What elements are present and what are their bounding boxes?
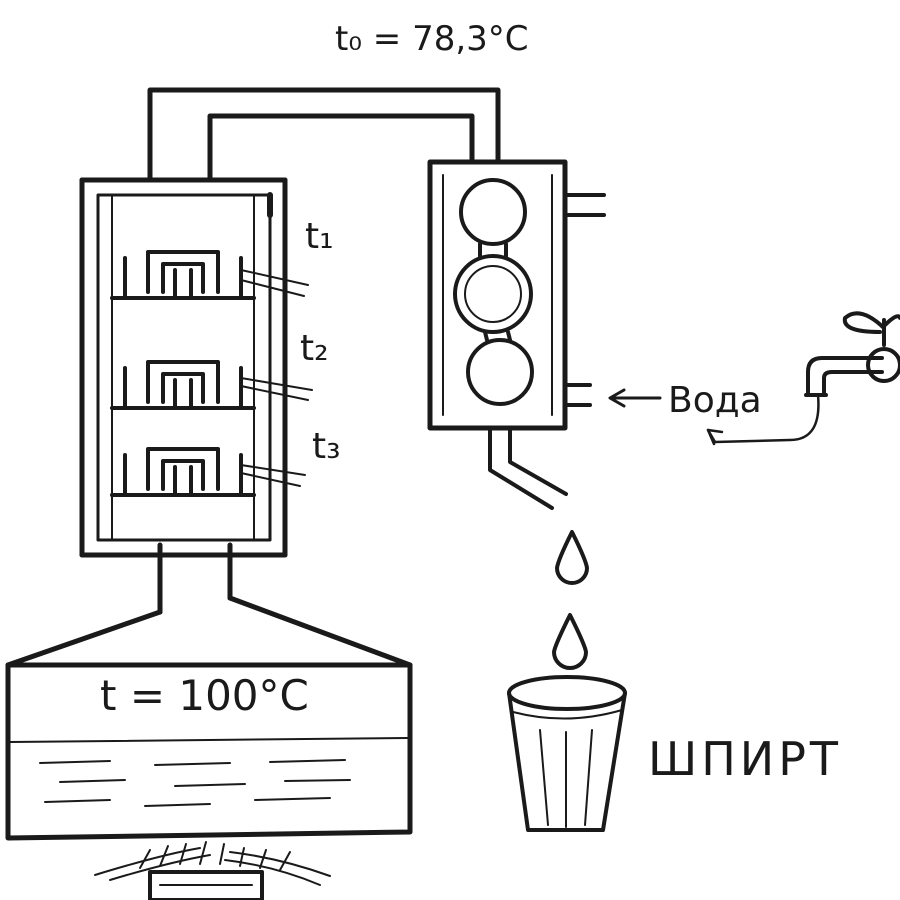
tray-1 <box>110 250 256 300</box>
water-label: Вода <box>668 380 762 421</box>
product-label: ШПИРТ <box>648 732 842 786</box>
droplet-icon-2 <box>552 613 588 670</box>
collecting-cup-icon <box>507 675 627 832</box>
droplet-icon <box>555 530 589 585</box>
water-arrow-icon <box>608 388 662 408</box>
tray-2 <box>110 360 256 410</box>
distillate-outlet <box>488 426 568 510</box>
vapor-pipe <box>147 87 501 165</box>
tray-2-temp-label: t₂ <box>300 328 329 369</box>
tray-3 <box>110 447 256 497</box>
burner <box>148 870 264 900</box>
thermometer-leads <box>240 269 313 487</box>
cooling-water-outlet <box>563 193 606 217</box>
top-temperature-label: t₀ = 78,3°C <box>335 19 529 59</box>
boiler-liquid-waves <box>39 759 351 807</box>
tray-1-temp-label: t₁ <box>305 216 334 257</box>
boiler-liquid-line <box>9 737 409 743</box>
cooling-water-inlet <box>563 383 592 407</box>
condenser-coil <box>453 178 534 406</box>
column-neck <box>79 502 288 615</box>
tray-3-temp-label: t₃ <box>312 426 341 467</box>
boiler-temperature-label: t = 100°C <box>100 671 309 720</box>
burner-flame-icon <box>94 841 331 886</box>
water-tap-icon <box>804 311 900 397</box>
water-hose <box>706 393 820 446</box>
condenser <box>427 159 568 431</box>
